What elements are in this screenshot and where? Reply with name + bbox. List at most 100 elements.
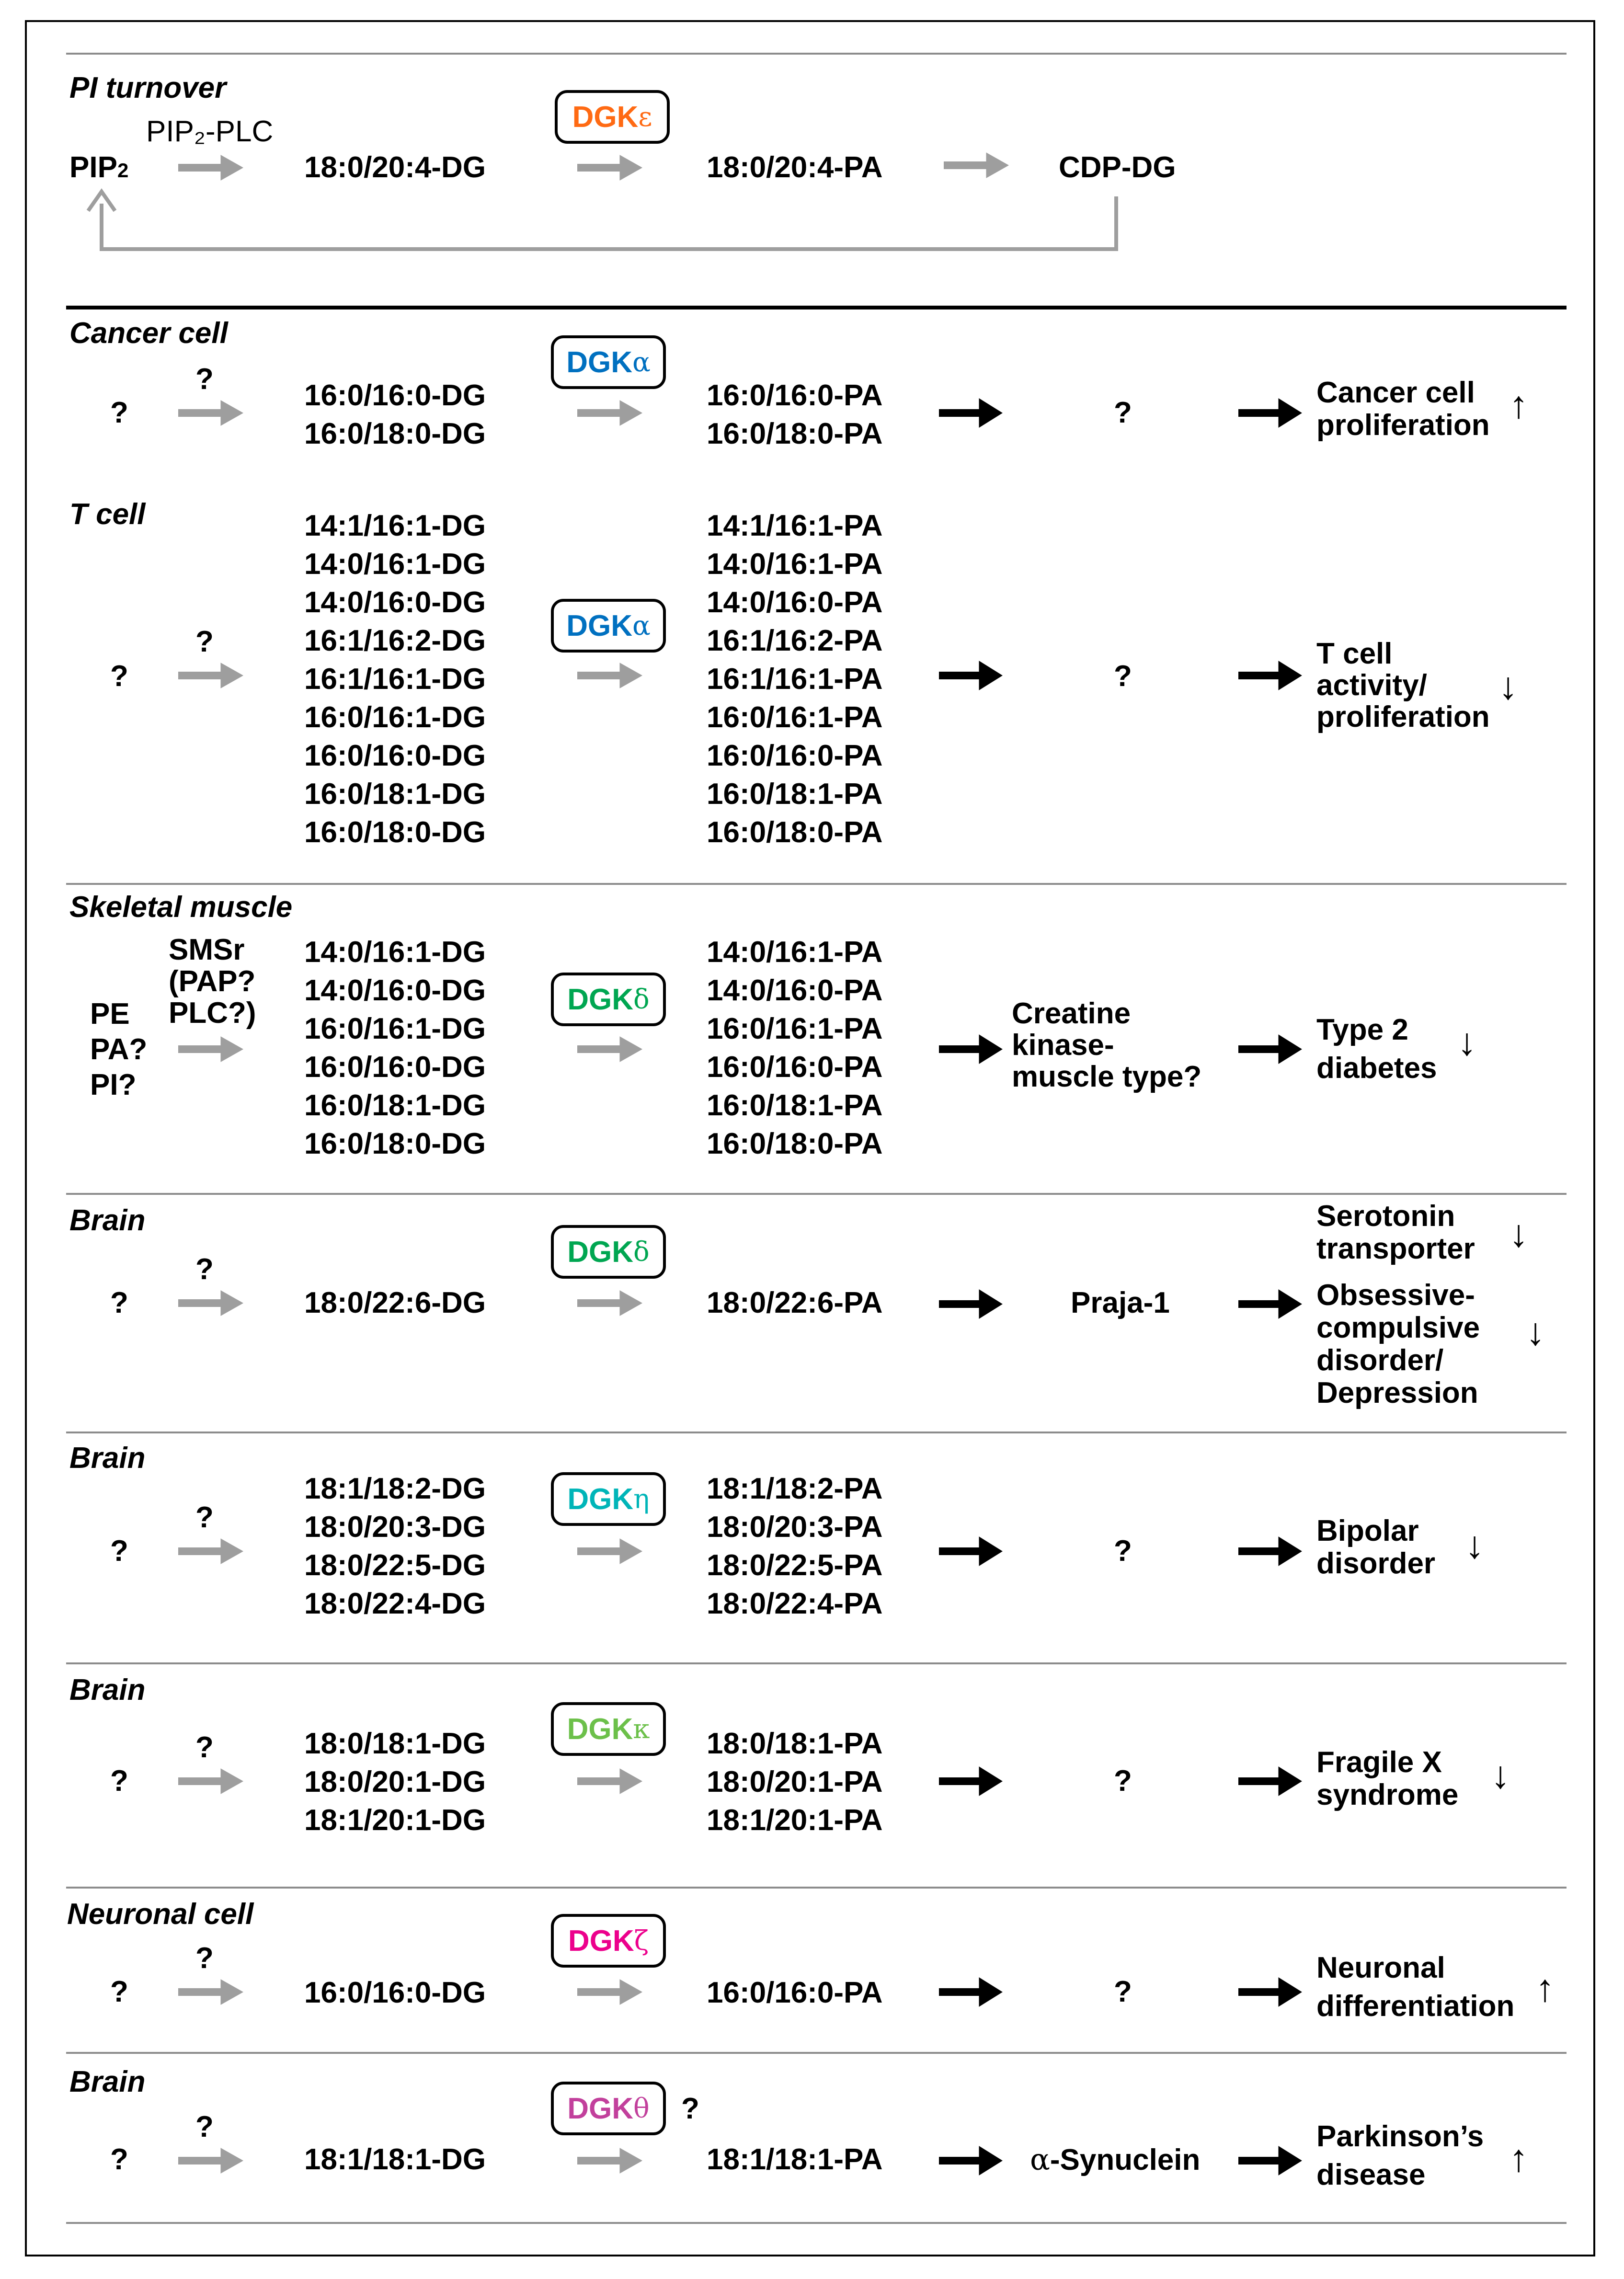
gray-reaction-arrow [178,1538,244,1564]
tcell-title: T cell [69,498,146,531]
gray-reaction-arrow [577,663,643,688]
pa-species: 16:0/16:1-PA [707,1012,883,1045]
tcell-pa-list: 14:1/16:1-PA 14:0/16:1-PA 14:0/16:0-PA 1… [707,507,883,852]
pa-species: 18:1/18:2-PA [707,1472,883,1505]
dgk-theta-uncertain-q: ? [681,2092,699,2125]
figure-frame [25,20,1595,2256]
black-arrows [939,398,1302,2176]
tcell-outcome: T cell activity/ proliferation [1316,637,1490,733]
pi-pa-label: 18:0/20:4-PA [707,151,883,184]
black-reaction-arrow [1238,1034,1302,1064]
dg-species: 16:0/18:1-DG [304,1089,486,1122]
pa-species: 14:0/16:1-PA [707,936,883,969]
cancer-enzyme-q: ? [195,363,214,396]
dg-species: 18:0/20:3-DG [304,1511,486,1544]
gray-reaction-arrow [178,1290,244,1316]
dg-species: 16:0/16:1-DG [304,701,486,734]
brain-delta-title: Brain [69,1204,146,1237]
down-arrow-icon: ↓ [1509,1212,1528,1255]
pa-species: 18:0/20:3-PA [707,1511,883,1544]
brain-eta-pa-list: 18:1/18:2-PA 18:0/20:3-PA 18:0/22:5-PA 1… [707,1470,883,1623]
brain-kappa-dg-list: 18:0/18:1-DG 18:0/20:1-DG 18:1/20:1-DG [304,1725,486,1840]
pa-species: 18:0/18:1-PA [707,1727,883,1760]
brain-theta-dg-label: 18:1/18:1-DG [304,2143,486,2176]
dg-species: 18:0/20:1-DG [304,1765,486,1798]
dg-species: 16:0/18:0-DG [304,1127,486,1160]
gray-reaction-arrow [577,155,643,181]
parkinsons-outcome: Parkinson’s disease [1316,2120,1484,2191]
black-reaction-arrow [1238,661,1302,690]
pa-species: 18:0/22:5-PA [707,1549,883,1582]
fragile-x-outcome: Fragile X syndrome [1316,1746,1459,1811]
gray-reaction-arrow [178,2148,244,2174]
brain-kappa-title: Brain [69,1673,146,1706]
black-reaction-arrow [939,1536,1003,1566]
brain-delta-substrate-q: ? [110,1286,128,1319]
bipolar-outcome: Bipolar disorder [1316,1514,1436,1580]
pa-species: 16:0/16:0-PA [707,1051,883,1084]
black-reaction-arrow [939,661,1003,690]
brain-theta-pa-label: 18:1/18:1-PA [707,2143,883,2176]
down-arrow-icon: ↓ [1457,1020,1476,1063]
pip2-label: PIP2 [69,151,129,184]
tcell-dg-list: 14:1/16:1-DG 14:0/16:1-DG 14:0/16:0-DG 1… [304,507,486,852]
dg-species: 14:0/16:0-DG [304,974,486,1007]
dg-species: 16:0/16:0-DG [304,739,486,772]
brain-delta-pa-label: 18:0/22:6-PA [707,1286,883,1319]
cancer-pa-list: 16:0/16:0-PA 16:0/18:0-PA [707,377,883,453]
alpha-synuclein-label: α-Synuclein [1030,2142,1201,2177]
pi-dg-label: 18:0/20:4-DG [304,151,486,184]
cancer-substrate-q: ? [110,396,128,429]
dg-species: 16:1/16:1-DG [304,663,486,696]
black-reaction-arrow [939,1034,1003,1064]
tcell-substrate-q: ? [110,660,128,693]
black-reaction-arrow [1238,1536,1302,1566]
ocd-outcome: Obsessive- compulsive disorder/ Depressi… [1316,1279,1480,1409]
skeletal-pa-list: 14:0/16:1-PA 14:0/16:0-PA 16:0/16:1-PA 1… [707,933,883,1163]
cancer-outcome: Cancer cell proliferation [1316,376,1490,442]
neuronal-enzyme-q: ? [195,1942,214,1975]
cdp-dg-label: CDP-DG [1059,151,1176,184]
neuronal-outcome: Neuronal differentiation [1316,1951,1515,2023]
pi-feedback-loop [100,196,1118,251]
skeletal-enzyme: SMSr (PAP? PLC?) [169,933,256,1030]
black-reaction-arrow [939,2146,1003,2176]
dg-species: 16:0/16:0-DG [304,379,486,412]
brain-kappa-pa-list: 18:0/18:1-PA 18:0/20:1-PA 18:1/20:1-PA [707,1725,883,1840]
down-arrow-icon: ↓ [1465,1523,1484,1566]
neuronal-dg-label: 16:0/16:0-DG [304,1976,486,2009]
tcell-target-q: ? [1114,660,1132,693]
black-reaction-arrow [1238,1289,1302,1319]
black-reaction-arrow [1238,2146,1302,2176]
pa-species: 18:1/20:1-PA [707,1804,883,1837]
tcell-enzyme-q: ? [195,625,214,658]
pa-species: 16:0/18:1-PA [707,778,883,811]
brain-delta-dg-label: 18:0/22:6-DG [304,1286,486,1319]
brain-eta-enzyme-q: ? [195,1501,214,1534]
brain-eta-substrate-q: ? [110,1535,128,1568]
gray-reaction-arrow [178,400,244,426]
cancer-title: Cancer cell [69,317,228,350]
pa-species: 16:1/16:2-PA [707,624,883,657]
pa-species: 14:1/16:1-PA [707,509,883,542]
black-reaction-arrow [939,1766,1003,1796]
dg-species: 16:0/16:0-DG [304,1051,486,1084]
down-arrow-icon: ↓ [1526,1310,1545,1353]
brain-kappa-enzyme-q: ? [195,1731,214,1764]
pa-species: 16:0/16:0-PA [707,379,883,412]
pa-species: 14:0/16:0-PA [707,974,883,1007]
dg-species: 16:1/16:2-DG [304,624,486,657]
gray-reaction-arrow [577,1979,643,2005]
black-reaction-arrow [1238,1766,1302,1796]
gray-reaction-arrow [178,1979,244,2005]
black-reaction-arrow [939,398,1003,428]
pa-species: 16:0/16:1-PA [707,701,883,734]
pa-species: 14:0/16:1-PA [707,548,883,581]
skeletal-target: Creatine kinase- muscle type? [1012,997,1202,1093]
dg-species: 16:0/16:1-DG [304,1012,486,1045]
